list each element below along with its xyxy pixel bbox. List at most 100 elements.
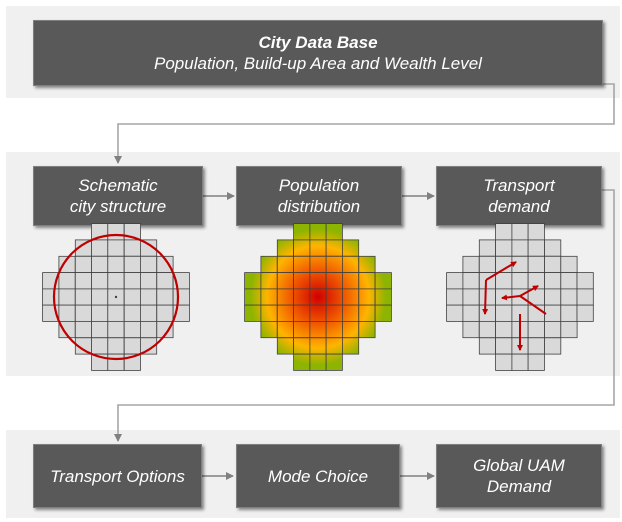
city-cell	[260, 320, 278, 339]
city-cell	[139, 272, 158, 290]
city-cell	[527, 320, 545, 339]
city-cell	[511, 223, 529, 241]
city-cell	[139, 255, 158, 273]
city-cell	[276, 288, 294, 306]
mode-choice-box: Mode Choice	[236, 444, 400, 508]
city-cell	[495, 272, 513, 290]
city-cell	[511, 272, 529, 290]
city-cell	[293, 337, 311, 355]
transport-options-box: Transport Options	[33, 444, 202, 508]
schematic-label-line2: city structure	[69, 197, 167, 216]
city-cell	[107, 255, 125, 273]
global-uam-demand-box: Global UAM Demand	[436, 444, 602, 508]
city-cell	[374, 288, 392, 306]
city-cell	[358, 320, 376, 339]
city-cell	[446, 304, 464, 322]
city-cell	[341, 272, 360, 290]
demand-arrow	[482, 279, 489, 315]
city-cell	[309, 304, 327, 322]
city-cell	[107, 320, 125, 339]
city-cell	[260, 304, 278, 322]
city-cell	[576, 288, 594, 306]
city-cell	[309, 320, 327, 339]
city-cell	[123, 337, 141, 355]
city-cell	[123, 304, 141, 322]
city-cell	[309, 288, 327, 306]
city-cell	[478, 239, 496, 257]
city-cell	[527, 337, 545, 355]
city-cell	[74, 255, 93, 273]
city-cell	[478, 304, 496, 322]
city-cell	[446, 272, 464, 290]
city-cell	[341, 239, 360, 257]
city-cell	[560, 255, 578, 273]
city-cell	[244, 288, 262, 306]
demand-label-line2: demand	[488, 197, 550, 216]
city-cell	[293, 223, 311, 241]
city-cell	[462, 288, 480, 306]
city-cell	[325, 320, 343, 339]
city-cell	[91, 304, 109, 322]
city-cell	[446, 288, 464, 306]
city-cell	[107, 223, 125, 241]
city-cell	[123, 272, 141, 290]
city-database-subtitle: Population, Build-up Area and Wealth Lev…	[154, 54, 482, 73]
city-cell	[309, 272, 327, 290]
transport-options-label: Transport Options	[50, 466, 185, 486]
city-cell	[244, 272, 262, 290]
city-cell	[91, 320, 109, 339]
city-cell	[42, 288, 60, 306]
city-cell	[74, 320, 93, 339]
schematic-city-structure-box: Schematic city structure	[33, 166, 203, 226]
city-cell	[341, 337, 360, 355]
city-cell	[139, 304, 158, 322]
schematic-label-line1: Schematic	[78, 176, 158, 195]
city-cell	[560, 320, 578, 339]
city-cell	[374, 272, 392, 290]
city-cell	[139, 288, 158, 306]
city-cell	[276, 255, 294, 273]
city-cell	[325, 337, 343, 355]
city-cell	[527, 239, 545, 257]
city-cell	[527, 255, 545, 273]
city-cell	[293, 353, 311, 371]
city-cell	[544, 288, 562, 306]
city-cell	[495, 337, 513, 355]
global-uam-label-line1: Global UAM	[473, 456, 565, 475]
city-cell	[560, 304, 578, 322]
demand-arrows	[482, 261, 547, 351]
demand-arrow	[519, 285, 539, 297]
city-cell	[74, 304, 93, 322]
city-cell	[276, 304, 294, 322]
city-cell	[107, 272, 125, 290]
population-label-line2: distribution	[277, 197, 361, 216]
city-cell	[74, 272, 93, 290]
city-cell	[478, 288, 496, 306]
city-cell	[58, 288, 76, 306]
city-cell	[478, 320, 496, 339]
city-cell	[462, 272, 480, 290]
city-cell	[341, 255, 360, 273]
population-label-line1: Population	[278, 176, 360, 195]
city-cell	[107, 304, 125, 322]
city-cell	[325, 272, 343, 290]
city-cell	[293, 304, 311, 322]
city-cell	[544, 304, 562, 322]
population-heat-grid	[244, 223, 392, 371]
city-cell	[325, 304, 343, 322]
city-cell	[293, 320, 311, 339]
city-cell	[91, 337, 109, 355]
city-cell	[325, 239, 343, 257]
city-cell	[123, 239, 141, 257]
city-cell	[358, 288, 376, 306]
city-cell	[341, 288, 360, 306]
city-cell	[91, 272, 109, 290]
demand-label-line1: Transport	[483, 176, 555, 195]
city-cell	[276, 337, 294, 355]
city-cell	[560, 272, 578, 290]
transport-demand-box: Transport demand	[436, 166, 602, 226]
city-cell	[495, 304, 513, 322]
city-cell	[276, 320, 294, 339]
